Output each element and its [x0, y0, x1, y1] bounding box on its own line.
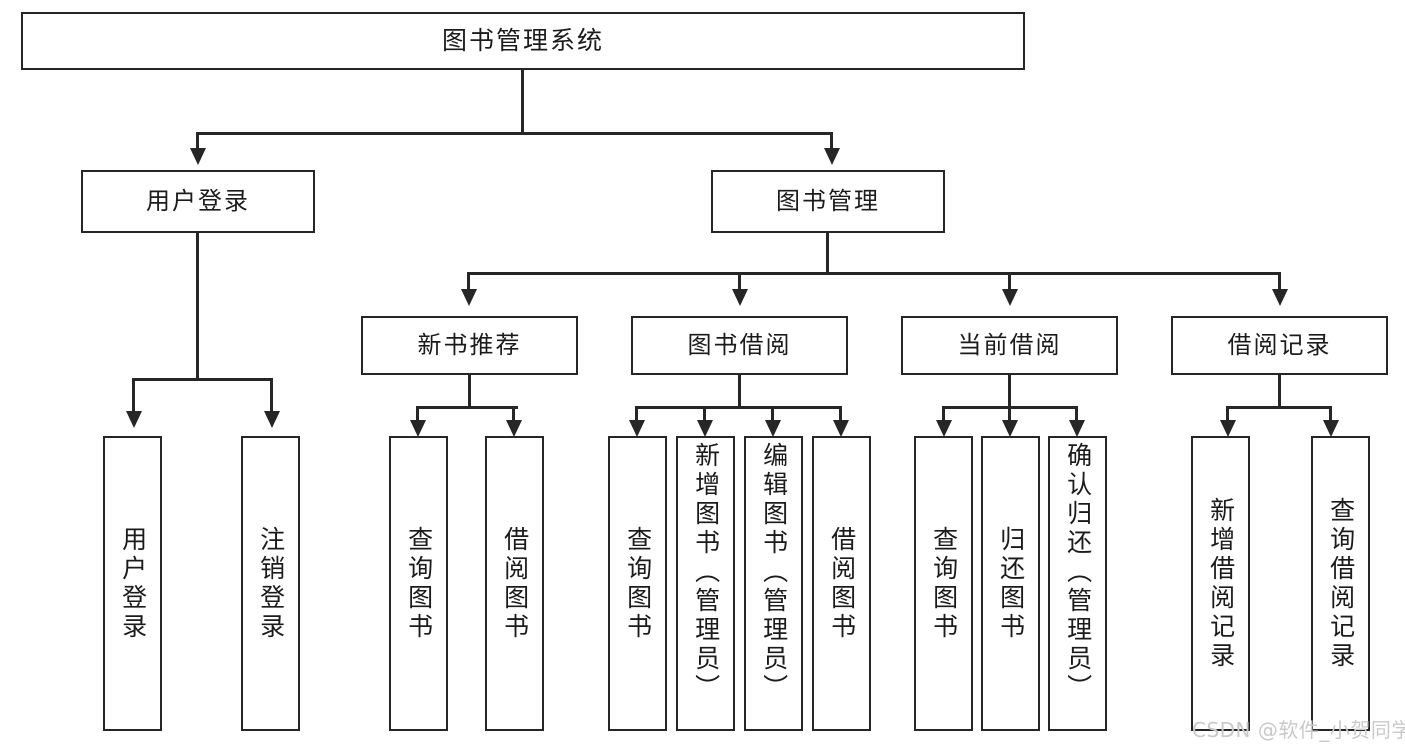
leaf-return-book[interactable]: 归还图书: [981, 436, 1040, 731]
connector-borrow-records-bus: [1228, 406, 1332, 409]
node-label: 查询图书: [404, 525, 434, 642]
arrow-to-leaf-query-book-2: [629, 420, 645, 437]
arrow-to-new-book-recommend: [461, 289, 477, 306]
arrow-to-leaf-borrow-book-1: [506, 420, 522, 437]
connector-book-management-stem: [826, 233, 829, 274]
arrow-to-leaf-confirm-return: [1069, 420, 1085, 437]
leaf-add-borrow-record[interactable]: 新增借阅记录: [1191, 436, 1250, 731]
arrow-to-leaf-query-book-3: [936, 420, 952, 437]
connector-book-borrow-bus: [637, 406, 841, 409]
leaf-query-book-current[interactable]: 查询图书: [914, 436, 973, 731]
arrow-to-leaf-query-book-1: [410, 420, 426, 437]
arrow-to-current-borrow: [1002, 289, 1018, 306]
leaf-add-book-admin[interactable]: 新增图书（管理员）: [676, 436, 735, 731]
connector-root-bus: [198, 132, 833, 135]
arrow-to-leaf-borrow-book-2: [833, 420, 849, 437]
node-borrow-records[interactable]: 借阅记录: [1171, 316, 1388, 375]
node-label: 查询借阅记录: [1326, 496, 1356, 671]
connector-book-management-bus: [469, 272, 1281, 275]
node-current-borrow[interactable]: 当前借阅: [901, 316, 1118, 375]
node-label: 当前借阅: [957, 331, 1062, 360]
node-label: 注销登录: [256, 525, 286, 642]
connector-cb-drop-3: [1075, 406, 1078, 421]
connector-root-stem: [521, 70, 524, 134]
connector-bb-drop-3: [771, 406, 774, 421]
node-label: 新增借阅记录: [1206, 496, 1236, 671]
node-label: 查询图书: [623, 525, 653, 642]
arrow-to-book-management: [824, 148, 840, 165]
connector-bm-drop-2: [738, 272, 741, 290]
connector-bm-drop-4: [1278, 272, 1281, 290]
node-label: 新书推荐: [417, 331, 522, 360]
connector-bb-drop-1: [635, 406, 638, 421]
connector-bb-drop-4: [839, 406, 842, 421]
node-label: 图书借阅: [687, 331, 792, 360]
connector-current-borrow-bus: [944, 406, 1078, 409]
node-user-login[interactable]: 用户登录: [81, 170, 315, 233]
connector-bm-drop-3: [1008, 272, 1011, 290]
leaf-query-book-borrow[interactable]: 查询图书: [608, 436, 667, 731]
csdn-watermark: CSDN @软件_小贺同学: [1192, 718, 1405, 742]
arrow-to-user-login: [190, 148, 206, 165]
connector-nb-drop-2: [512, 406, 515, 421]
node-label: 借阅记录: [1227, 331, 1332, 360]
connector-user-login-stem: [196, 233, 199, 380]
leaf-confirm-return-admin[interactable]: 确认归还（管理员）: [1048, 436, 1107, 731]
arrow-to-leaf-query-record: [1323, 420, 1339, 437]
node-label: 查询图书: [929, 525, 959, 642]
connector-bb-drop-2: [703, 406, 706, 421]
arrow-to-leaf-add-book: [697, 420, 713, 437]
node-book-management-system[interactable]: 图书管理系统: [21, 12, 1025, 70]
node-label: 图书管理: [776, 187, 880, 216]
node-new-book-recommend[interactable]: 新书推荐: [361, 316, 578, 375]
connector-nb-drop-1: [416, 406, 419, 421]
arrow-to-borrow-records: [1272, 289, 1288, 306]
node-book-management[interactable]: 图书管理: [711, 170, 945, 233]
node-label: 图书管理系统: [441, 26, 604, 56]
node-label: 新增图书（管理员）: [691, 442, 721, 703]
node-label: 用户登录: [118, 525, 148, 642]
node-label: 归还图书: [996, 525, 1026, 642]
connector-br-drop-2: [1329, 406, 1332, 421]
leaf-query-book-recommend[interactable]: 查询图书: [389, 436, 448, 731]
arrow-to-leaf-logout: [264, 411, 280, 428]
connector-bm-drop-1: [467, 272, 470, 290]
connector-book-borrow-stem: [738, 375, 741, 408]
node-book-borrow[interactable]: 图书借阅: [631, 316, 848, 375]
connector-new-book-stem: [468, 375, 471, 408]
leaf-edit-book-admin[interactable]: 编辑图书（管理员）: [744, 436, 803, 731]
connector-user-login-drop-1: [132, 378, 135, 412]
connector-borrow-records-stem: [1278, 375, 1281, 408]
leaf-borrow-book-recommend[interactable]: 借阅图书: [485, 436, 544, 731]
connector-br-drop-1: [1226, 406, 1229, 421]
connector-user-login-bus: [134, 378, 273, 381]
arrow-to-leaf-add-record: [1220, 420, 1236, 437]
arrow-to-book-borrow: [732, 289, 748, 306]
arrow-to-leaf-user-login: [126, 411, 142, 428]
leaf-logout[interactable]: 注销登录: [241, 436, 300, 731]
leaf-borrow-book[interactable]: 借阅图书: [812, 436, 871, 731]
node-label: 确认归还（管理员）: [1063, 442, 1093, 703]
node-label: 编辑图书（管理员）: [759, 442, 789, 703]
connector-root-drop-right: [830, 132, 833, 149]
connector-current-borrow-stem: [1008, 375, 1011, 408]
arrow-to-leaf-return-book: [1002, 420, 1018, 437]
arrow-to-leaf-edit-book: [765, 420, 781, 437]
connector-user-login-drop-2: [270, 378, 273, 412]
leaf-user-login[interactable]: 用户登录: [103, 436, 162, 731]
connector-cb-drop-2: [1008, 406, 1011, 421]
node-label: 借阅图书: [827, 525, 857, 642]
connector-cb-drop-1: [942, 406, 945, 421]
connector-new-book-bus: [418, 406, 518, 409]
node-label: 借阅图书: [500, 525, 530, 642]
connector-root-drop-left: [196, 132, 199, 149]
leaf-query-borrow-record[interactable]: 查询借阅记录: [1311, 436, 1370, 731]
node-label: 用户登录: [146, 187, 250, 216]
